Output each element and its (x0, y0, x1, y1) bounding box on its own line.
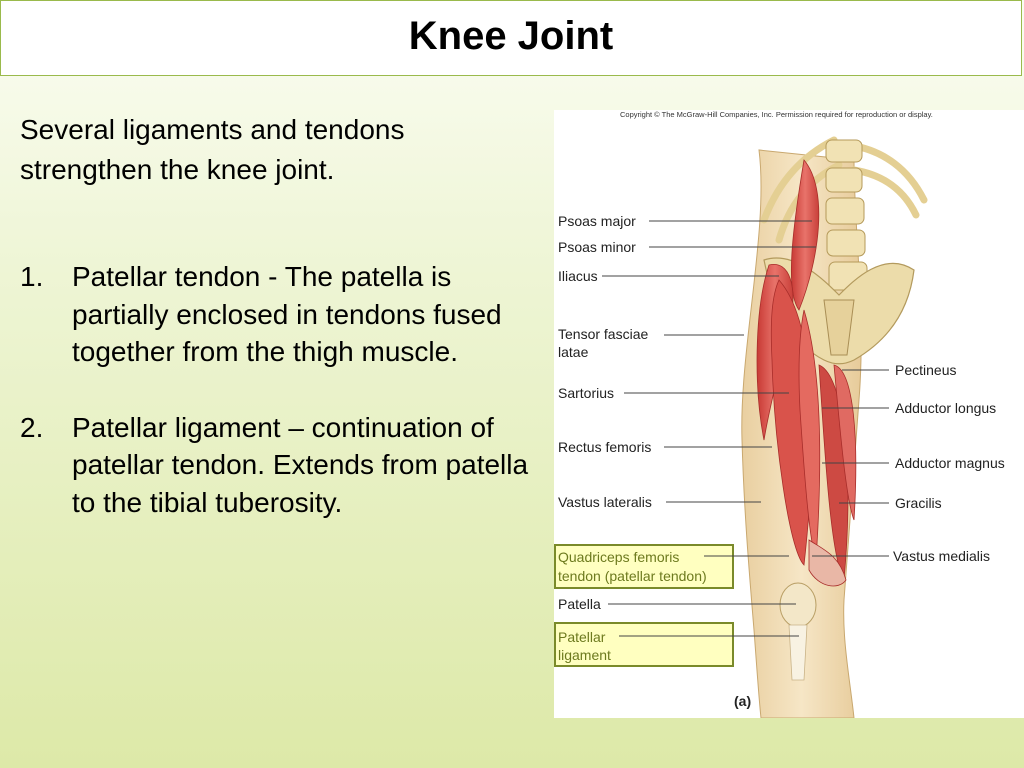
numbered-list: 1. Patellar tendon - The patella is part… (20, 258, 550, 559)
panel-label: (a) (734, 693, 751, 709)
label-latae: latae (558, 344, 589, 360)
label-quadriceps-femoris: Quadriceps femoris (558, 549, 679, 565)
label-psoas-minor: Psoas minor (558, 239, 636, 255)
label-patella: Patella (558, 596, 601, 612)
list-item: 2. Patellar ligament – continuation of p… (20, 409, 550, 522)
label-rectus-femoris: Rectus femoris (558, 439, 651, 455)
label-vastus-medialis: Vastus medialis (893, 548, 990, 564)
label-tensor-fasciae: Tensor fasciae (558, 326, 648, 342)
label-gracilis: Gracilis (895, 495, 942, 511)
label-patellar: Patellar (558, 629, 606, 645)
list-item: 1. Patellar tendon - The patella is part… (20, 258, 550, 371)
label-adductor-magnus: Adductor magnus (895, 455, 1005, 471)
label-pectineus: Pectineus (895, 362, 956, 378)
title-bar: Knee Joint (0, 0, 1022, 76)
list-item-text: Patellar ligament – continuation of pate… (72, 411, 529, 518)
patellar-ligament-highlight (554, 622, 734, 667)
page-title: Knee Joint (408, 14, 614, 58)
intro-text: Several ligaments and tendons strengthen… (20, 114, 405, 185)
label-vastus-lateralis: Vastus lateralis (558, 494, 652, 510)
label-psoas-major: Psoas major (558, 213, 636, 229)
list-item-text: Patellar tendon - The patella is partial… (72, 261, 502, 367)
label-ligament: ligament (558, 647, 611, 663)
label-sartorius: Sartorius (558, 385, 614, 401)
label-iliacus: Iliacus (558, 268, 598, 284)
quadriceps-tendon-highlight (554, 544, 734, 589)
patellar-ligament-shape (788, 624, 808, 681)
copyright-notice: Copyright © The McGraw-Hill Companies, I… (620, 110, 933, 119)
list-number: 2. (20, 411, 44, 443)
thigh-anatomy-figure: Copyright © The McGraw-Hill Companies, I… (554, 110, 1024, 718)
patella-shape (779, 582, 817, 628)
sacrum (823, 299, 855, 356)
label-patellar-tendon: tendon (patellar tendon) (558, 568, 707, 584)
leader-lines (602, 220, 889, 637)
spine (825, 139, 868, 291)
anatomy-illustration: Copyright © The McGraw-Hill Companies, I… (554, 110, 1005, 718)
list-number: 1. (20, 261, 44, 292)
thigh-muscles (756, 159, 857, 587)
label-adductor-longus: Adductor longus (895, 400, 996, 416)
